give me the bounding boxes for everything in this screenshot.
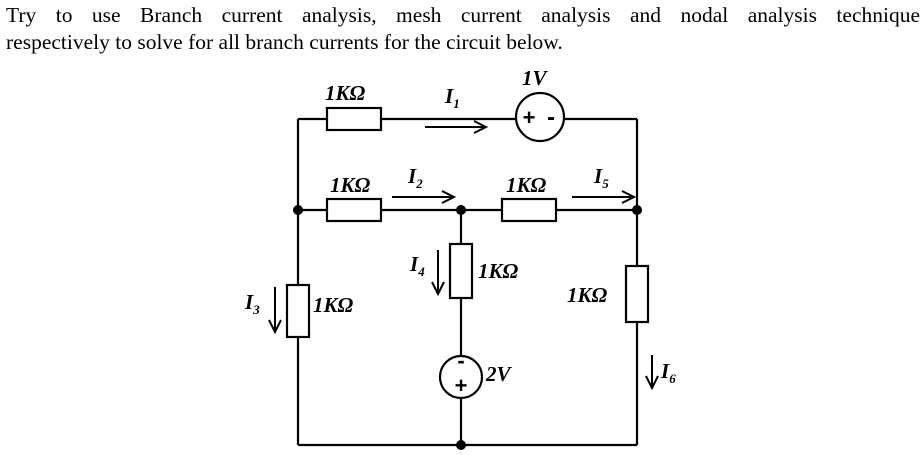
arrow-right-icon	[572, 190, 637, 204]
label-source-1v: 1V	[522, 66, 549, 90]
label-current-i6: I6	[660, 359, 676, 386]
label-current-i2: I2	[407, 164, 423, 191]
label-current-i3: I3	[244, 290, 260, 317]
voltage-source-2v: - + 2V	[438, 348, 513, 400]
source-1v-minus: -	[547, 104, 555, 131]
wires	[296, 117, 639, 447]
resistor-center	[448, 242, 474, 300]
label-current-i5: I5	[593, 164, 609, 191]
node-bottom	[456, 440, 466, 450]
resistor-right	[624, 264, 650, 324]
node-left	[293, 205, 303, 215]
label-r-mid-left: 1KΩ	[330, 173, 371, 197]
arrow-down-icon	[268, 287, 282, 335]
question-line-1: Try to use Branch current analysis, mesh…	[6, 3, 920, 27]
source-1v-plus: +	[523, 105, 536, 130]
arrow-down-icon	[431, 250, 445, 297]
question-line-2: respectively to solve for all branch cur…	[6, 30, 563, 54]
label-r-left: 1KΩ	[313, 293, 354, 317]
node-right	[632, 205, 642, 215]
label-source-2v: 2V	[485, 362, 513, 386]
node-center	[456, 205, 466, 215]
nodes	[293, 205, 642, 450]
arrow-right-icon	[425, 120, 489, 134]
resistor-top	[325, 106, 383, 132]
label-r-right: 1KΩ	[567, 283, 608, 307]
source-1v-circle	[514, 91, 566, 143]
arrow-right-icon	[392, 190, 457, 204]
source-2v-minus: -	[457, 348, 464, 373]
arrow-down-icon	[645, 355, 659, 391]
label-r-top: 1KΩ	[325, 81, 366, 105]
current-arrows	[268, 120, 659, 391]
label-current-i1: I1	[444, 84, 460, 111]
source-2v-plus: +	[455, 373, 468, 398]
label-current-i4: I4	[409, 252, 425, 279]
source-2v-circle	[438, 354, 484, 400]
voltage-source-1v: + - 1V	[514, 66, 566, 143]
resistor-mid-right	[500, 197, 558, 223]
question-text: Try to use Branch current analysis, mesh…	[6, 2, 920, 56]
resistor-left	[285, 283, 311, 339]
resistor-mid-left	[325, 197, 383, 223]
label-r-mid-right: 1KΩ	[506, 173, 547, 197]
label-r-center: 1KΩ	[478, 259, 519, 283]
